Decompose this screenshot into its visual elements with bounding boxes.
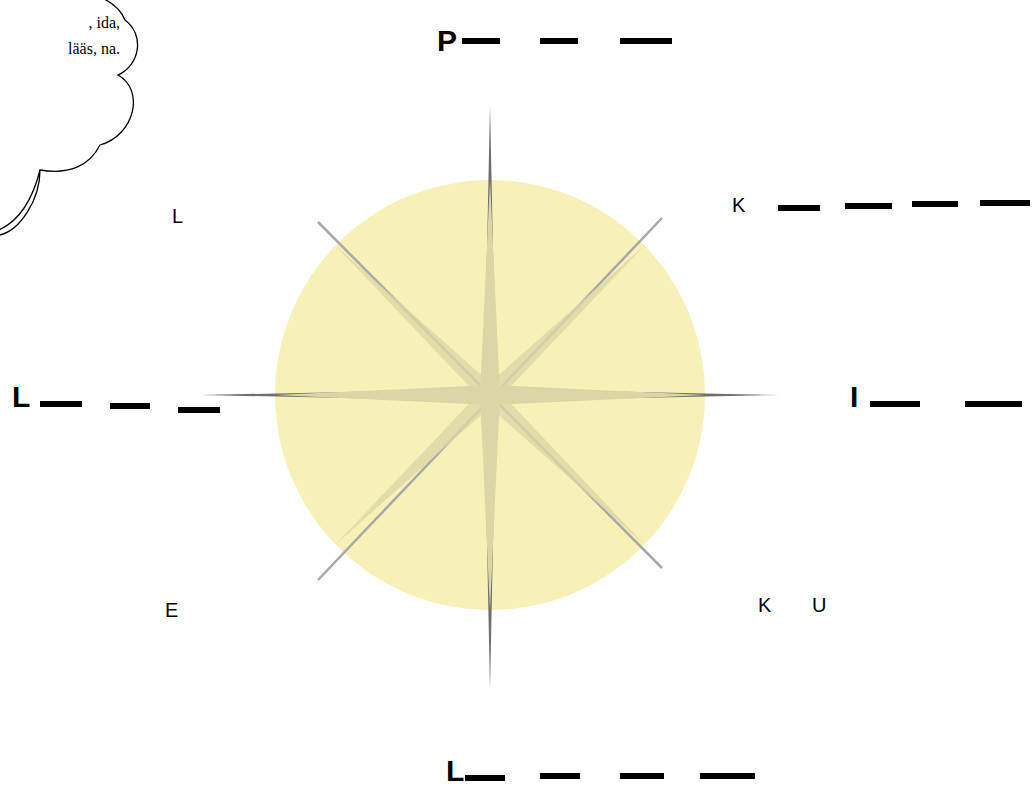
main-points	[200, 105, 780, 690]
direction-initial: P	[437, 26, 457, 56]
direction-initial: L	[446, 756, 464, 786]
compass-disc	[275, 180, 705, 610]
cloud-outline	[0, 0, 140, 240]
direction-initial: I	[850, 382, 858, 412]
answer-blanks	[40, 41, 1030, 778]
direction-initial: E	[165, 600, 178, 620]
direction-initial: U	[812, 595, 826, 615]
inner-arms	[275, 180, 705, 610]
direction-initial: L	[172, 206, 183, 226]
thought-cloud: , ida, lääs, na.	[0, 0, 140, 240]
cloud-text: , ida, lääs, na.	[58, 10, 120, 62]
direction-initial: K	[732, 195, 745, 215]
direction-initial: L	[12, 382, 30, 412]
direction-initial: K	[758, 595, 771, 615]
